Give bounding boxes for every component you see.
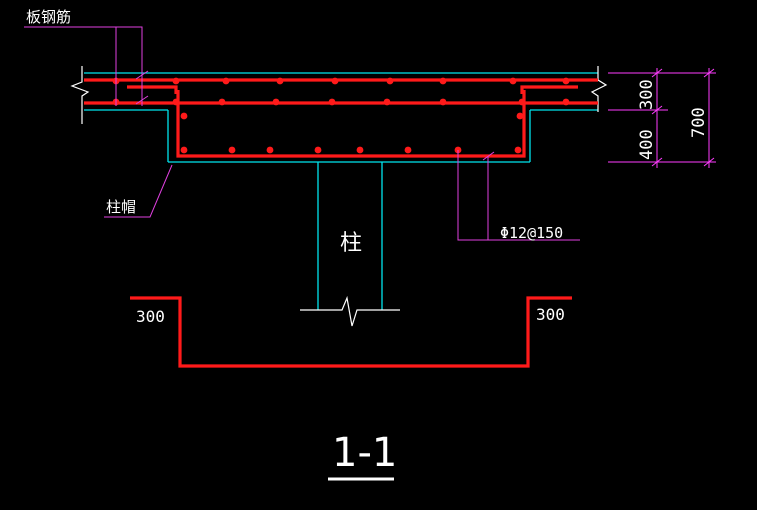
dimension-400-label: 400 xyxy=(637,129,657,160)
rebar-dots xyxy=(112,77,570,154)
section-title: 1-1 xyxy=(332,430,397,476)
stirrup-spec-label: Φ12@150 xyxy=(500,224,563,242)
leader-lines xyxy=(24,26,580,241)
concrete-outline xyxy=(84,72,598,310)
dimension-700-label: 700 xyxy=(689,107,709,138)
cap-left-width-label: 300 xyxy=(136,307,165,326)
cap-plan-outline xyxy=(130,296,572,368)
break-lines xyxy=(70,66,608,327)
column-label: 柱 xyxy=(340,231,362,256)
cap-right-width-label: 300 xyxy=(536,305,565,324)
slab-rebar-label: 板钢筋 xyxy=(26,8,71,26)
column-cap-label: 柱帽 xyxy=(106,198,136,216)
dimension-lines xyxy=(608,68,716,168)
cap-rebar xyxy=(127,85,578,158)
dimension-300-label: 300 xyxy=(637,79,657,110)
